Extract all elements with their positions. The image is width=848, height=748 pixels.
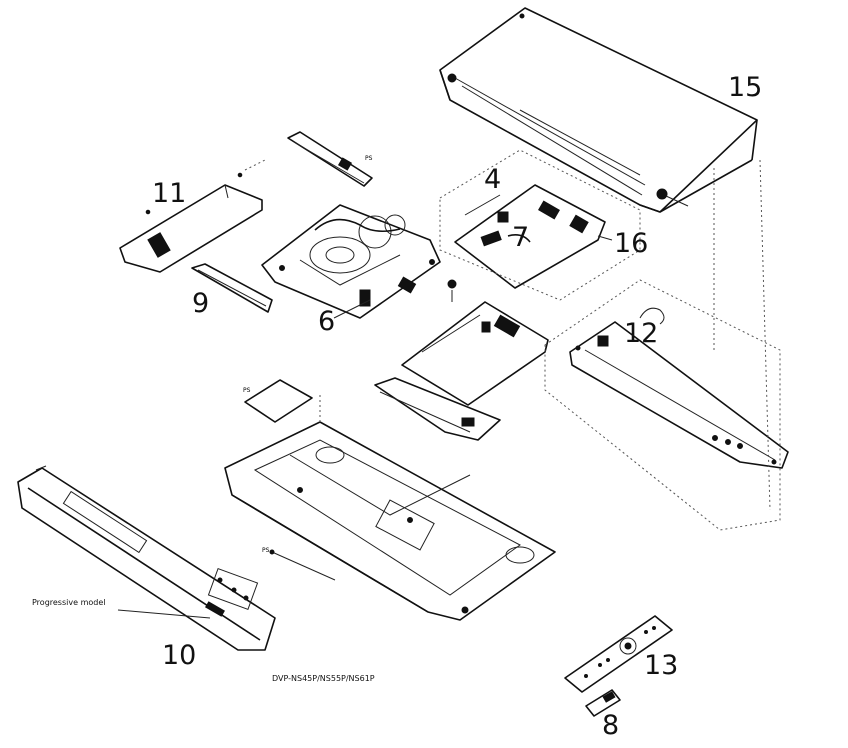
callout-6: 6 bbox=[318, 306, 336, 337]
rear-panel-part bbox=[544, 279, 789, 531]
callout-12: 12 bbox=[624, 318, 659, 349]
callout-13: 13 bbox=[644, 650, 679, 681]
circuit-board-part bbox=[439, 149, 641, 301]
dvd-loader-mechanism-part bbox=[261, 204, 441, 319]
svg-text:PS: PS bbox=[243, 387, 251, 394]
screw-part: PS bbox=[262, 547, 336, 581]
small-plate-part: PS bbox=[243, 379, 313, 423]
main-board-part bbox=[401, 279, 549, 406]
svg-text:PS: PS bbox=[262, 547, 270, 554]
top-cover-part bbox=[439, 7, 758, 213]
callout-11: 11 bbox=[152, 178, 187, 209]
callout-8: 8 bbox=[602, 710, 620, 741]
remote-control-part bbox=[564, 615, 673, 693]
callout-15: 15 bbox=[728, 72, 763, 103]
chassis-part bbox=[224, 395, 556, 621]
front-panel-part bbox=[17, 465, 276, 651]
svg-text:PS: PS bbox=[365, 155, 373, 162]
model-code-label: DVP-NS45P/NS55P/NS61P bbox=[272, 674, 375, 683]
callout-7: 7 bbox=[512, 222, 530, 253]
front-strip-part bbox=[191, 263, 273, 313]
callout-16: 16 bbox=[614, 228, 649, 259]
upper-bracket-part: PS bbox=[287, 131, 373, 187]
guide-lines bbox=[244, 159, 771, 511]
lower-board-part bbox=[374, 377, 501, 441]
callout-10: 10 bbox=[162, 640, 197, 671]
battery-cover-part bbox=[585, 689, 621, 717]
left-bracket-part bbox=[119, 172, 263, 273]
callout-4: 4 bbox=[484, 164, 502, 195]
callout-9: 9 bbox=[192, 288, 210, 319]
progressive-model-note: Progressive model bbox=[32, 598, 106, 607]
